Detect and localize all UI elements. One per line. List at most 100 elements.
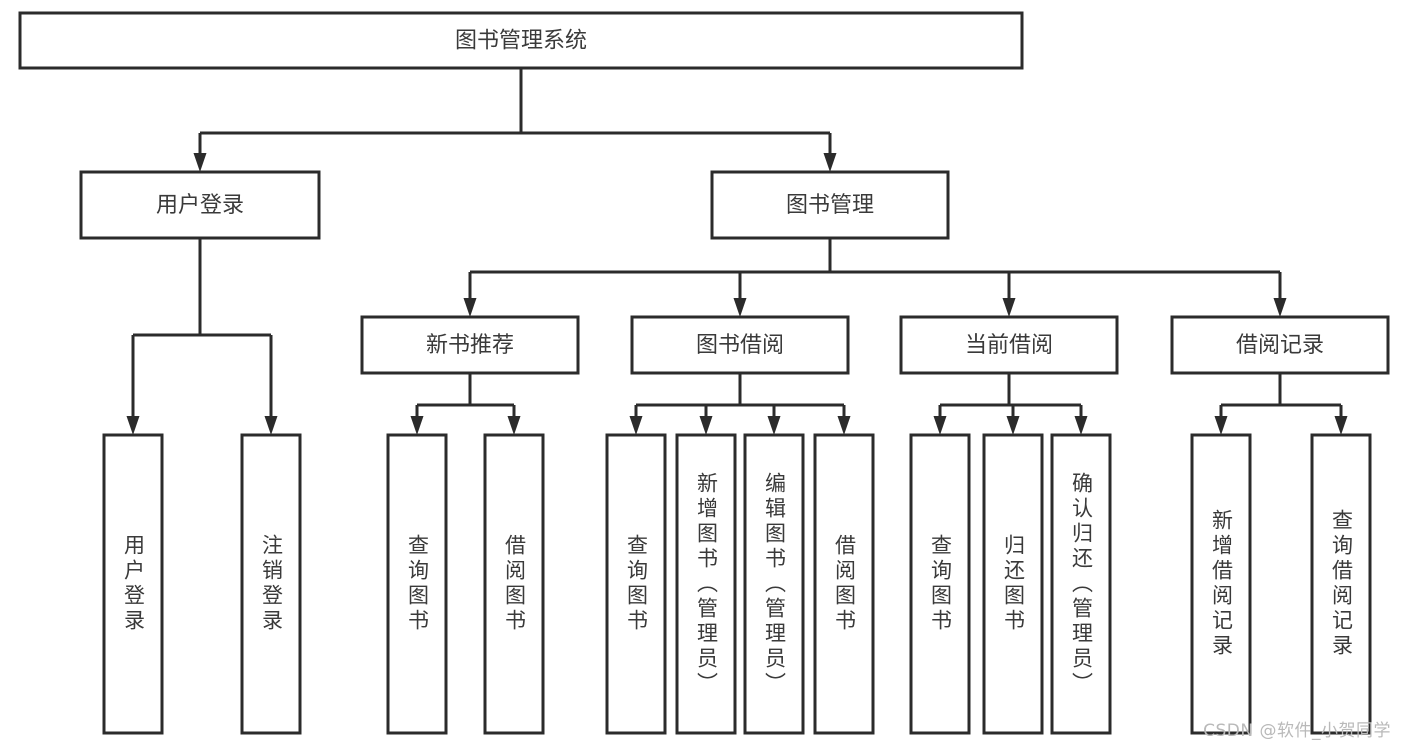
arrow-head-icon <box>837 416 851 435</box>
node-book-borrow[interactable]: 图书借阅 <box>630 315 850 375</box>
edges-borrow-record-to-leaves <box>1214 373 1348 435</box>
leaf-user-login-box[interactable] <box>102 433 164 735</box>
leaf-edit-book-admin-box[interactable] <box>743 433 805 735</box>
leaf-query-borrow-record-label: 查询借阅记录 <box>1329 509 1354 659</box>
leaf-confirm-return-admin-label-wrap: 确认归还（管理员） <box>1069 471 1094 697</box>
leaf-add-book-admin-box[interactable] <box>675 433 737 735</box>
leaf-query-book-current-label: 查询图书 <box>928 534 953 634</box>
node-borrow-record-label: 借阅记录 <box>1236 333 1324 358</box>
node-root-system-box[interactable] <box>18 11 1024 70</box>
leaf-user-logout-box[interactable] <box>240 433 302 735</box>
arrow-head-icon <box>1214 416 1228 435</box>
arrow-head-icon <box>933 416 947 435</box>
leaf-query-book-recommend-box[interactable] <box>386 433 448 735</box>
leaf-borrow-book-recommend-label-wrap: 借阅图书 <box>502 534 527 634</box>
leaf-query-book-borrow-box[interactable] <box>605 433 667 735</box>
arrow-head-icon <box>410 416 424 435</box>
leaf-query-book-current-box[interactable] <box>909 433 971 735</box>
node-borrow-record[interactable]: 借阅记录 <box>1170 315 1390 375</box>
leaf-query-borrow-record-label-wrap: 查询借阅记录 <box>1329 509 1354 659</box>
leaf-edit-book-admin-label: 编辑图书（管理员） <box>762 471 787 697</box>
leaf-confirm-return-admin-label: 确认归还（管理员） <box>1069 471 1094 697</box>
leaf-query-book-recommend[interactable]: 查询图书 <box>386 433 448 735</box>
arrow-head-icon <box>629 416 643 435</box>
arrow-head-icon <box>1273 298 1287 317</box>
arrow-head-icon <box>193 153 207 172</box>
arrow-head-icon <box>126 416 140 435</box>
arrow-head-icon <box>767 416 781 435</box>
leaf-borrow-book-recommend-label: 借阅图书 <box>502 534 527 634</box>
leaf-user-login[interactable]: 用户登录 <box>102 433 164 735</box>
leaf-edit-book-admin-label-wrap: 编辑图书（管理员） <box>762 471 787 697</box>
leaf-add-borrow-record-label-wrap: 新增借阅记录 <box>1209 509 1234 659</box>
arrow-head-icon <box>1334 416 1348 435</box>
leaf-return-book-label: 归还图书 <box>1001 534 1026 634</box>
csdn-watermark: CSDN @软件_小贺同学 <box>1203 721 1391 741</box>
edges-current-borrow-to-leaves <box>933 373 1088 435</box>
node-current-borrow-label: 当前借阅 <box>965 333 1053 358</box>
node-book-borrow-label: 图书借阅 <box>696 333 784 358</box>
leaf-return-book-label-wrap: 归还图书 <box>1001 534 1026 634</box>
node-book-borrow-box[interactable] <box>630 315 850 375</box>
leaf-user-logout-label-wrap: 注销登录 <box>260 534 284 634</box>
leaf-query-borrow-record-box[interactable] <box>1310 433 1372 735</box>
leaf-add-borrow-record-label: 新增借阅记录 <box>1209 509 1234 659</box>
leaf-query-book-borrow-label-wrap: 查询图书 <box>624 534 649 634</box>
node-book-management-box[interactable] <box>710 170 950 240</box>
leaf-query-borrow-record[interactable]: 查询借阅记录 <box>1310 433 1372 735</box>
leaf-return-book[interactable]: 归还图书 <box>982 433 1044 735</box>
node-user-login[interactable]: 用户登录 <box>79 170 321 240</box>
leaf-confirm-return-admin[interactable]: 确认归还（管理员） <box>1050 433 1112 735</box>
node-current-borrow[interactable]: 当前借阅 <box>899 315 1119 375</box>
nodes-layer: 图书管理系统用户登录图书管理新书推荐图书借阅当前借阅借阅记录用户登录注销登录查询… <box>18 11 1390 735</box>
leaf-query-book-current[interactable]: 查询图书 <box>909 433 971 735</box>
node-book-management[interactable]: 图书管理 <box>710 170 950 240</box>
arrow-head-icon <box>1074 416 1088 435</box>
node-root-system[interactable]: 图书管理系统 <box>18 11 1024 70</box>
node-user-login-label: 用户登录 <box>156 193 244 218</box>
leaf-borrow-book[interactable]: 借阅图书 <box>813 433 875 735</box>
edges-layer <box>126 68 1348 435</box>
leaf-add-borrow-record-box[interactable] <box>1190 433 1252 735</box>
node-new-book-recommend-label: 新书推荐 <box>426 333 514 358</box>
node-book-management-label: 图书管理 <box>786 193 874 218</box>
arrow-head-icon <box>699 416 713 435</box>
node-current-borrow-box[interactable] <box>899 315 1119 375</box>
leaf-user-logout[interactable]: 注销登录 <box>240 433 302 735</box>
leaf-borrow-book-recommend[interactable]: 借阅图书 <box>483 433 545 735</box>
leaf-borrow-book-box[interactable] <box>813 433 875 735</box>
arrow-head-icon <box>1002 298 1016 317</box>
leaf-add-borrow-record[interactable]: 新增借阅记录 <box>1190 433 1252 735</box>
arrow-head-icon <box>507 416 521 435</box>
node-borrow-record-box[interactable] <box>1170 315 1390 375</box>
leaf-query-book-recommend-label-wrap: 查询图书 <box>405 534 430 634</box>
edges-new-book-to-leaves <box>410 373 521 435</box>
node-new-book-recommend[interactable]: 新书推荐 <box>360 315 580 375</box>
leaf-user-login-label: 用户登录 <box>121 534 146 634</box>
node-user-login-box[interactable] <box>79 170 321 240</box>
edges-book-management-to-level3 <box>463 238 1287 317</box>
leaf-query-book-borrow[interactable]: 查询图书 <box>605 433 667 735</box>
arrow-head-icon <box>1006 416 1020 435</box>
leaf-edit-book-admin[interactable]: 编辑图书（管理员） <box>743 433 805 735</box>
leaf-borrow-book-label-wrap: 借阅图书 <box>832 534 857 634</box>
leaf-add-book-admin-label-wrap: 新增图书（管理员） <box>694 471 719 697</box>
arrow-head-icon <box>264 416 278 435</box>
leaf-borrow-book-label: 借阅图书 <box>832 534 857 634</box>
leaf-confirm-return-admin-box[interactable] <box>1050 433 1112 735</box>
leaf-add-book-admin-label: 新增图书（管理员） <box>694 471 719 697</box>
edges-book-borrow-to-leaves <box>629 373 851 435</box>
arrow-head-icon <box>733 298 747 317</box>
leaf-return-book-box[interactable] <box>982 433 1044 735</box>
edges-user-login-to-leaves <box>126 238 278 435</box>
node-new-book-recommend-box[interactable] <box>360 315 580 375</box>
leaf-add-book-admin[interactable]: 新增图书（管理员） <box>675 433 737 735</box>
leaf-query-book-recommend-label: 查询图书 <box>405 534 430 634</box>
leaf-borrow-book-recommend-box[interactable] <box>483 433 545 735</box>
arrow-head-icon <box>463 298 477 317</box>
node-root-system-label: 图书管理系统 <box>455 29 587 54</box>
arrow-head-icon <box>823 153 837 172</box>
leaf-query-book-borrow-label: 查询图书 <box>624 534 649 634</box>
